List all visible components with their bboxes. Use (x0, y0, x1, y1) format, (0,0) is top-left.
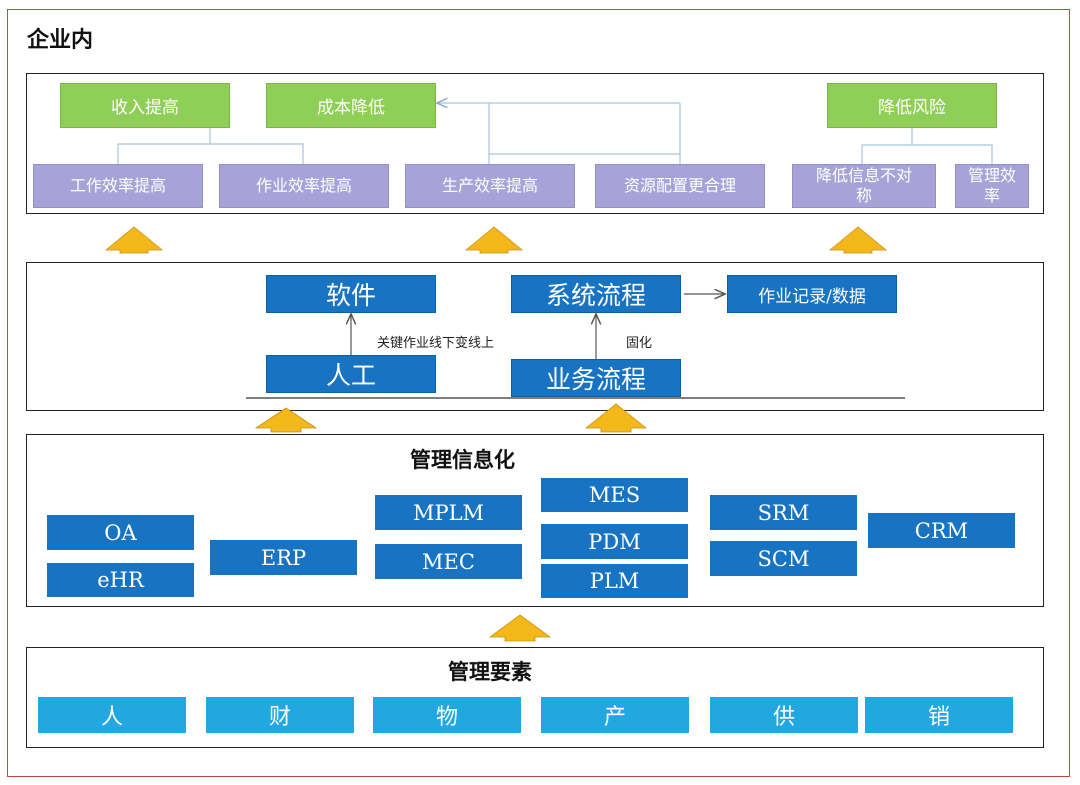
business-flow-box: 业务流程 (511, 359, 681, 397)
element-supply: 供 (710, 697, 858, 733)
arrow-up-icon (488, 614, 552, 642)
system-srm: SRM (710, 495, 857, 530)
arrow-up-icon (828, 226, 888, 254)
diagram-title: 企业内 (27, 28, 94, 53)
system-mplm: MPLM (375, 495, 522, 530)
arrow-up-icon (104, 226, 164, 254)
sub-management-efficiency: 管理效率 (955, 164, 1029, 208)
system-mec: MEC (375, 544, 522, 579)
element-sales: 销 (865, 697, 1013, 733)
system-crm: CRM (868, 513, 1015, 548)
system-erp: ERP (210, 540, 357, 575)
goal-revenue-up: 收入提高 (60, 83, 230, 128)
system-mes: MES (541, 478, 688, 512)
goal-risk-down: 降低风险 (827, 83, 997, 128)
goal-cost-down: 成本降低 (266, 83, 436, 128)
outer-frame (7, 9, 1070, 777)
informatization-title: 管理信息化 (410, 448, 515, 472)
element-production: 产 (541, 697, 689, 733)
system-ehr: eHR (47, 563, 194, 597)
software-box: 软件 (266, 275, 436, 313)
up-arrows (104, 226, 888, 642)
arrow-up-icon (464, 226, 524, 254)
manual-box: 人工 (266, 355, 436, 393)
element-finance: 财 (206, 697, 354, 733)
system-plm: PLM (541, 564, 688, 598)
system-scm: SCM (710, 541, 857, 576)
sub-work-efficiency: 工作效率提高 (33, 164, 203, 208)
arrow-up-icon (254, 407, 318, 433)
system-flow-box: 系统流程 (511, 275, 681, 313)
sub-operation-efficiency: 作业效率提高 (219, 164, 389, 208)
element-materials: 物 (373, 697, 521, 733)
work-record-box: 作业记录/数据 (727, 275, 897, 313)
element-people: 人 (38, 697, 186, 733)
label-online: 关键作业线下变线上 (377, 336, 495, 351)
process-connector-lines (246, 294, 905, 399)
label-solidify: 固化 (626, 336, 653, 351)
sub-resource-allocation: 资源配置更合理 (595, 164, 765, 208)
system-pdm: PDM (541, 524, 688, 559)
system-oa: OA (47, 515, 194, 550)
sub-information-asymmetry: 降低信息不对称 (792, 164, 936, 208)
sub-production-efficiency: 生产效率提高 (405, 164, 575, 208)
goal-connector-lines (117, 103, 993, 164)
elements-title: 管理要素 (448, 660, 532, 684)
arrow-up-icon (584, 403, 648, 433)
